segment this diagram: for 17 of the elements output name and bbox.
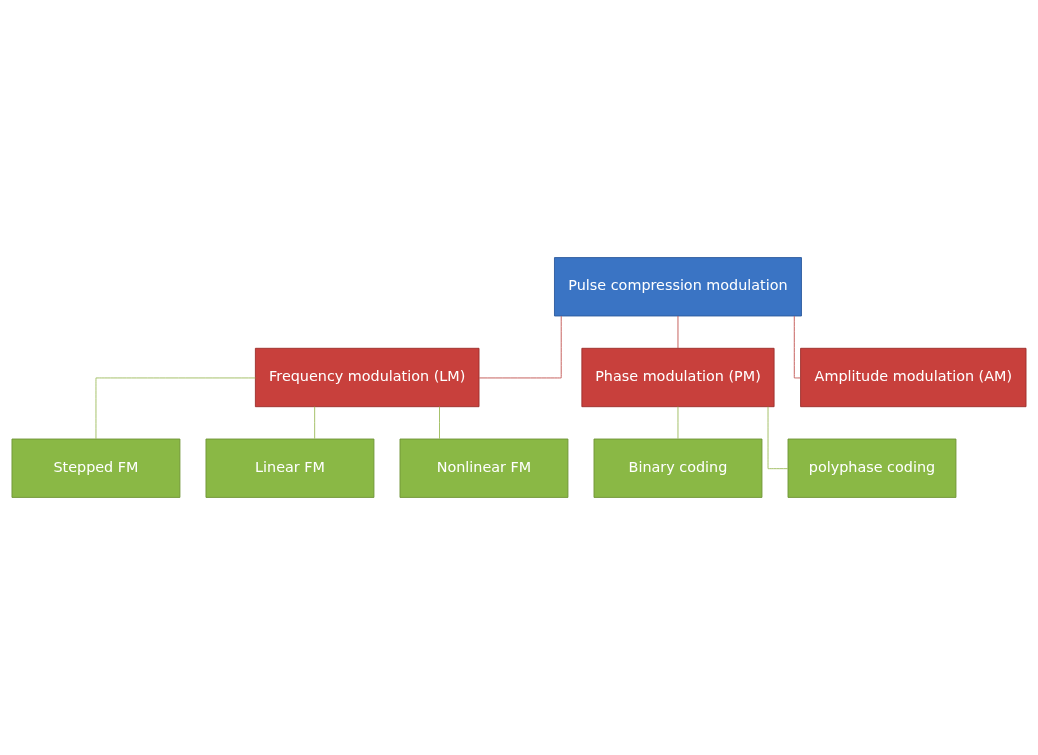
connector <box>677 315 679 349</box>
connector <box>314 406 316 440</box>
node-box: polyphase coding <box>787 438 957 498</box>
connector <box>478 315 562 379</box>
node-box: Phase modulation (PM) <box>581 347 775 408</box>
connector <box>677 406 679 440</box>
connector <box>95 377 256 440</box>
node-box: Stepped FM <box>11 438 181 498</box>
node-box: Amplitude modulation (AM) <box>800 347 1027 408</box>
connector <box>767 406 789 470</box>
node-box: Nonlinear FM <box>399 438 569 498</box>
node-box: Binary coding <box>593 438 763 498</box>
node-box: Linear FM <box>205 438 375 498</box>
node-box: Pulse compression modulation <box>554 257 802 317</box>
connector <box>793 315 801 379</box>
connector <box>439 406 440 440</box>
node-box: Frequency modulation (LM) <box>254 347 480 408</box>
